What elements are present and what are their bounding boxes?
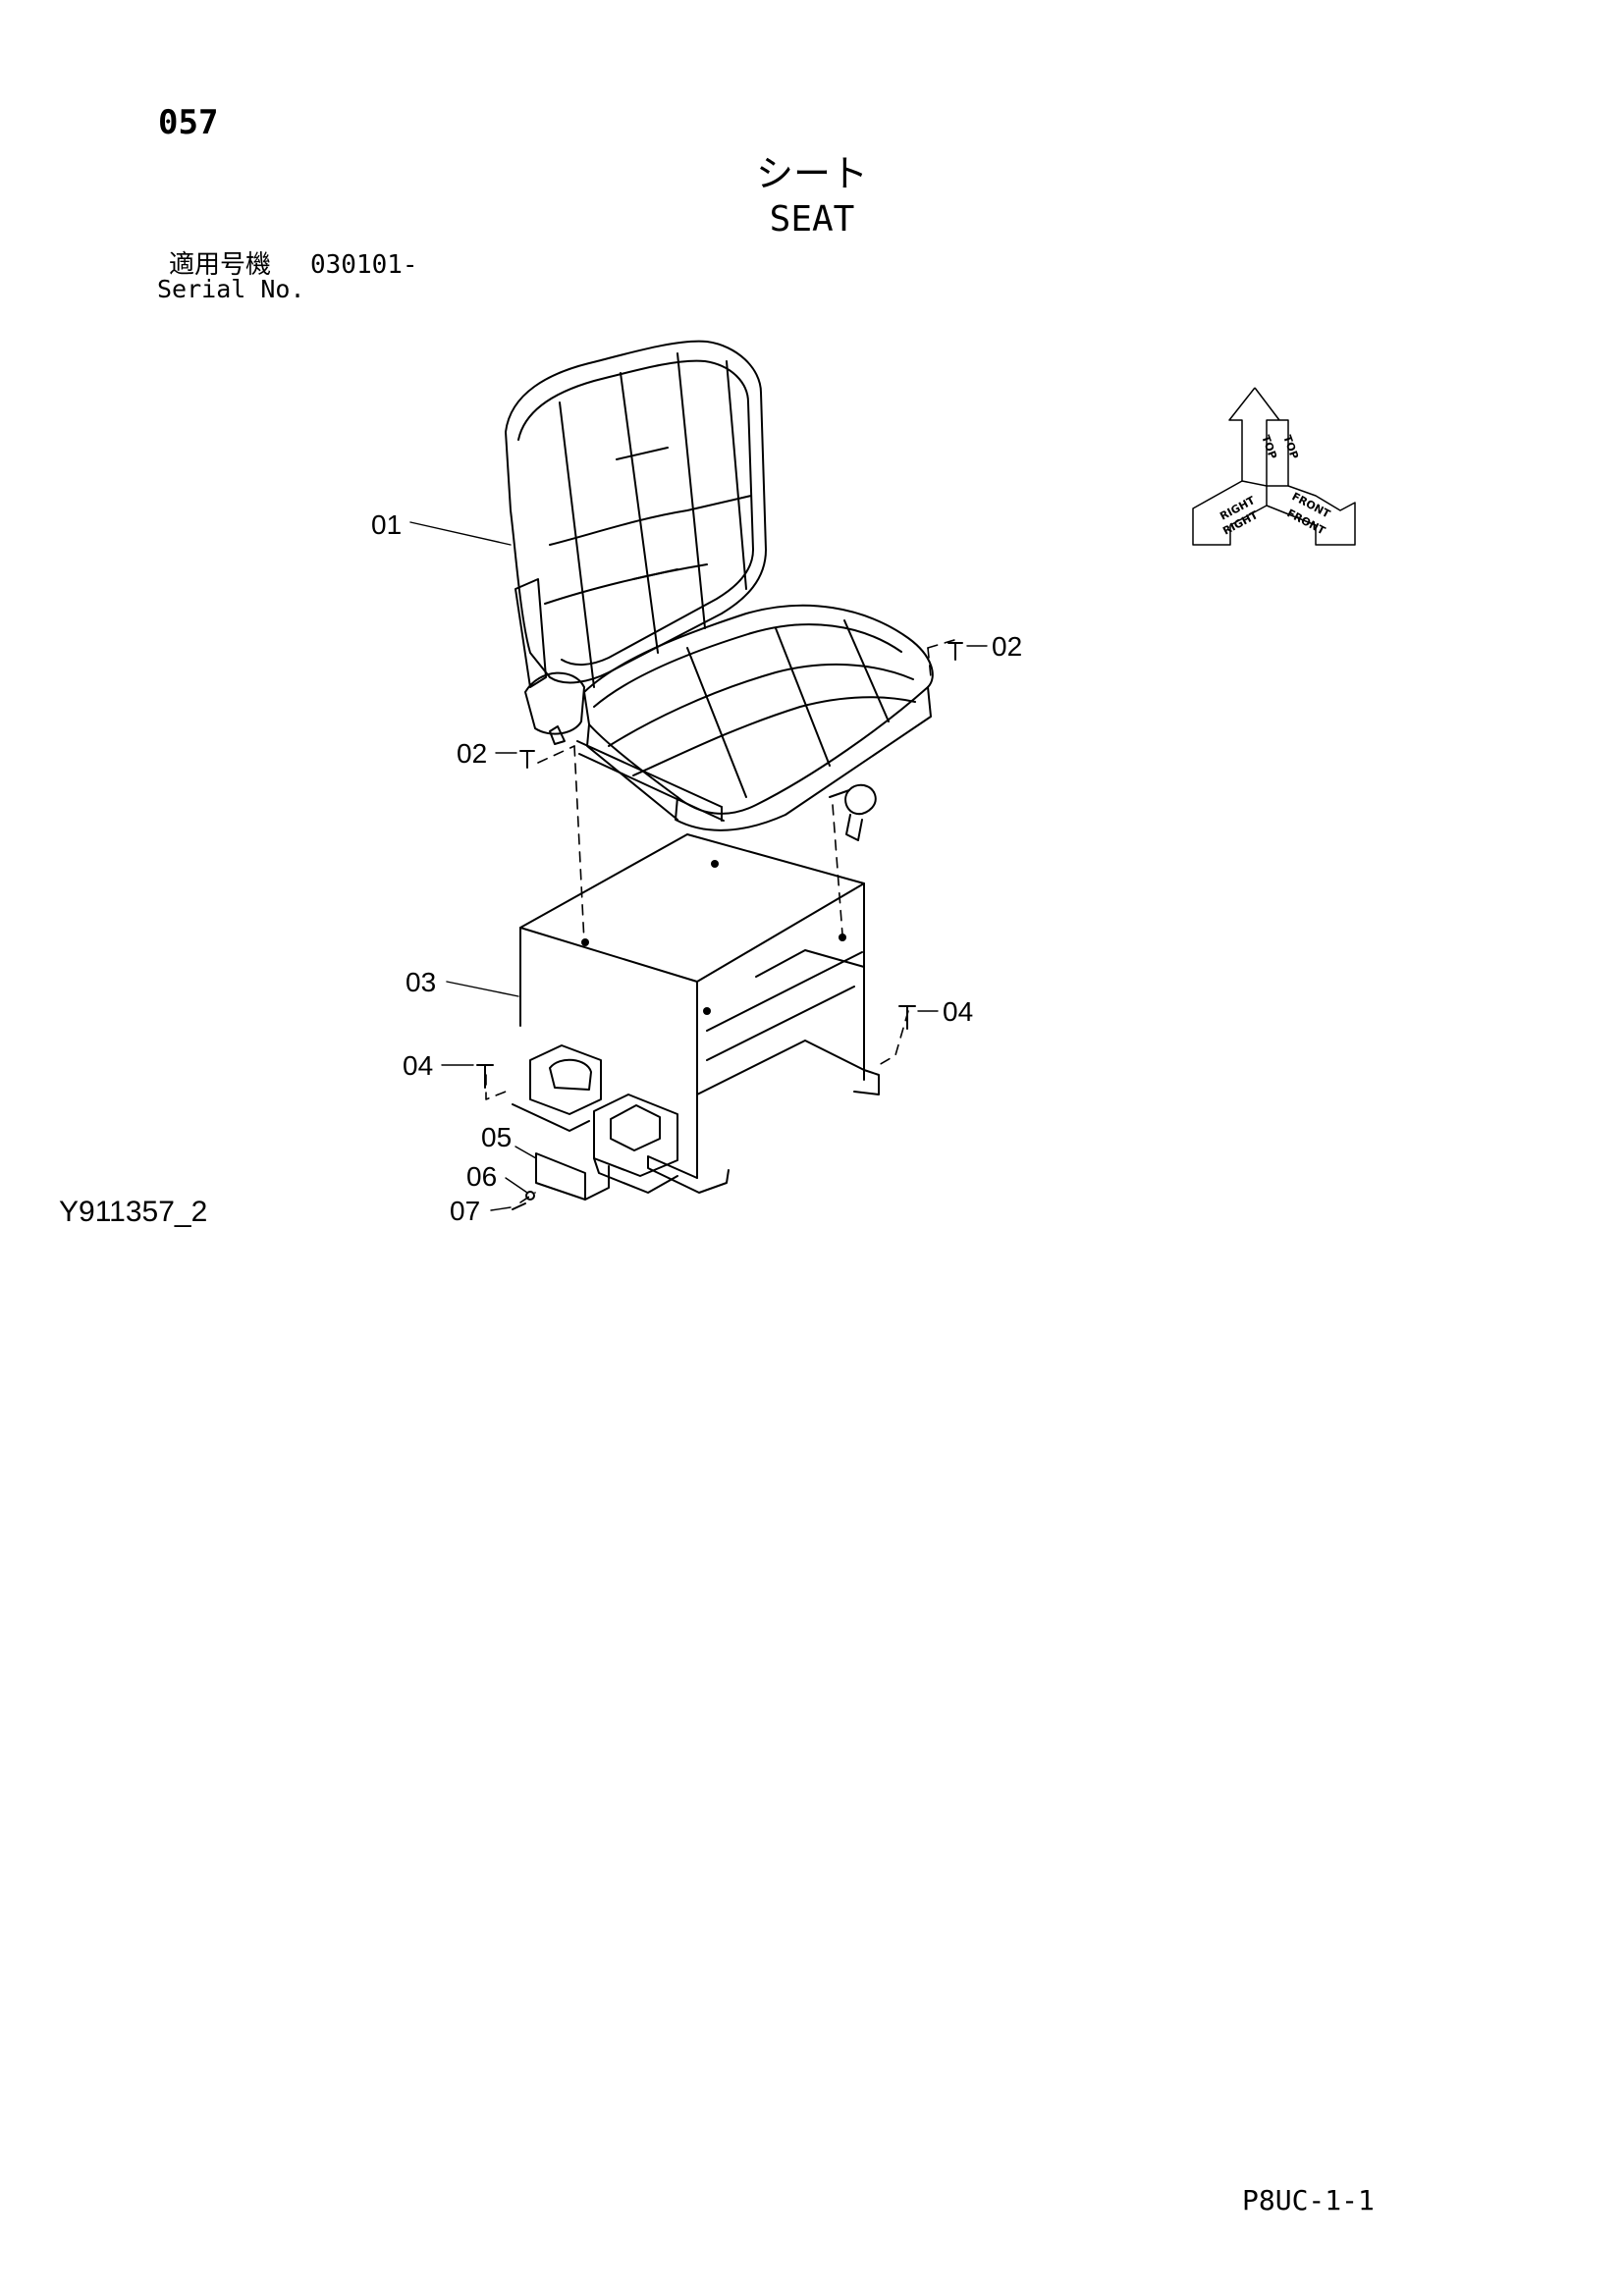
adjustment-knob	[829, 783, 877, 841]
plate-part-05	[535, 1152, 610, 1201]
callout-05: 05	[481, 1122, 512, 1152]
callout-02-right: 02	[992, 631, 1022, 662]
washer-06	[525, 1191, 535, 1201]
page-title-japanese: シート	[755, 152, 868, 195]
bolt-02-right	[947, 642, 963, 661]
seat-slide-rails	[576, 740, 725, 822]
drawing-id: Y911357_2	[59, 1196, 208, 1228]
mounting-alignment-lines	[485, 639, 955, 1203]
seat-cushion	[583, 604, 934, 831]
callout-04-left: 04	[403, 1050, 433, 1081]
callout-leader-lines	[409, 521, 988, 1211]
callout-01: 01	[371, 509, 402, 540]
callout-03: 03	[406, 967, 436, 997]
page-code: P8UC-1-1	[1242, 2184, 1375, 2216]
callout-labels: 01 02 02 03 04 04 05 06 07	[371, 509, 1022, 1226]
bolt-04-left	[476, 1064, 494, 1089]
front-arrow-icon	[1266, 485, 1356, 546]
top-arrow-outline	[1228, 387, 1268, 487]
callout-02-left: 02	[457, 738, 487, 769]
orientation-indicator: TOP TOP RIGHT RIGHT FRONT FRONT	[1192, 387, 1356, 546]
bolt-04-right	[898, 1005, 916, 1030]
callout-04-right: 04	[943, 996, 973, 1027]
screw-07	[512, 1202, 526, 1210]
bolt-02-left	[519, 750, 535, 769]
callout-06: 06	[466, 1161, 497, 1192]
callout-07: 07	[450, 1196, 480, 1226]
wire-harness-bracket-left	[512, 1044, 602, 1132]
seat-stand	[519, 833, 880, 1194]
stand-mounting-holes	[581, 860, 846, 1015]
seat-backrest	[505, 340, 767, 688]
page-title-english: SEAT	[769, 199, 855, 240]
wire-harness-bracket-right	[593, 1094, 678, 1194]
top-label-right: TOP	[1280, 434, 1301, 461]
serial-label-japanese: 適用号機	[169, 250, 272, 280]
page-number: 057	[158, 103, 219, 142]
serial-label-english: Serial No.	[157, 275, 305, 303]
serial-number-value: 030101-	[310, 250, 418, 280]
top-label-left: TOP	[1259, 434, 1279, 461]
seat-side-panel	[514, 578, 585, 745]
